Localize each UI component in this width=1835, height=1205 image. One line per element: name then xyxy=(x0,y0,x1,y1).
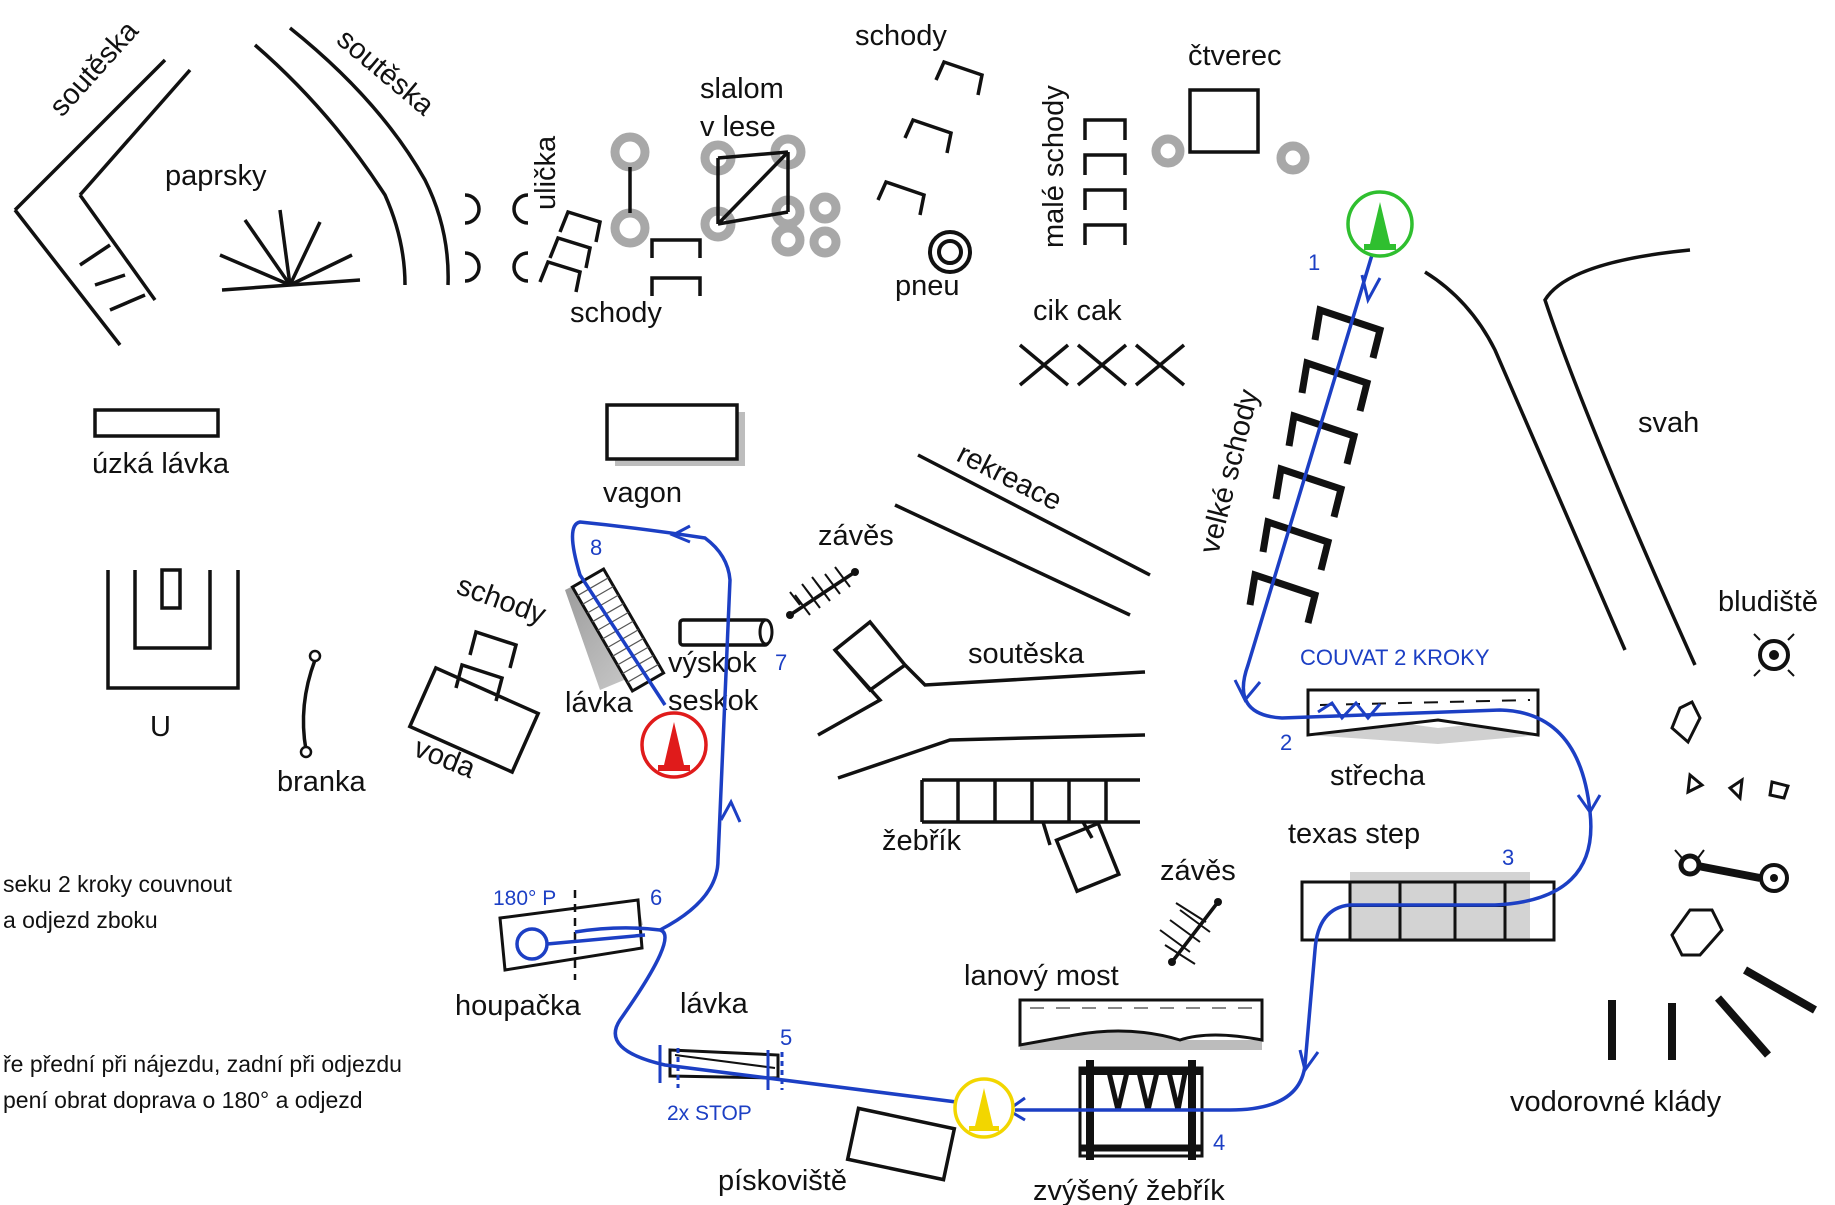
green-cone-start-icon xyxy=(1346,190,1414,258)
obstacle-lanovy-most: lanový most xyxy=(964,960,1264,1050)
label-slalom-2: v lese xyxy=(700,111,776,143)
stop-marks xyxy=(658,1045,784,1090)
label-strecha: střecha xyxy=(1330,760,1426,792)
note-line-2: a odjezd zboku xyxy=(3,907,158,933)
label-vagon: vagon xyxy=(603,477,682,509)
label-schody-top-left: schody xyxy=(570,297,662,329)
red-cone-finish-icon xyxy=(640,711,708,779)
note-line-4: pení obrat doprava o 180° a odjezd xyxy=(3,1087,363,1113)
obstacle-ulicka: ulička xyxy=(464,135,562,283)
label-uzka-lavka: úzká lávka xyxy=(92,448,230,480)
obstacle-lavka-bottom: lávka xyxy=(668,988,780,1080)
obstacle-vyskok: výskok seskok xyxy=(668,618,774,717)
obstacle-branka: branka xyxy=(277,649,367,798)
label-pneu: pneu xyxy=(895,270,960,302)
obstacle-rekreace: rekreace xyxy=(894,438,1151,617)
label-lavka-bottom: lávka xyxy=(680,988,749,1020)
label-zvyseny-zebrik: zvýšený žebřík xyxy=(1033,1175,1225,1205)
obstacle-soutes-mid: soutěska xyxy=(817,619,1146,780)
label-lanovy-most: lanový most xyxy=(964,960,1119,992)
obstacle-zaves-top: závěs xyxy=(786,520,894,619)
obstacle-schody-top: schody xyxy=(855,20,985,216)
obstacle-texas-step: texas step xyxy=(1288,818,1556,942)
obstacle-voda: voda xyxy=(407,665,541,786)
obstacle-zvyseny-zebrik: zvýšený žebřík xyxy=(1033,1060,1225,1205)
strecha-zigzag xyxy=(1317,700,1382,721)
obstacle-male-schody: malé schody xyxy=(1038,85,1127,248)
route-step-3: 3 xyxy=(1502,845,1514,870)
label-zebrik: žebřík xyxy=(882,825,961,857)
route-step-8: 8 xyxy=(590,535,602,560)
label-bludiste: bludiště xyxy=(1718,586,1818,618)
obstacle-cik-cak: cik cak xyxy=(1018,295,1186,387)
label-piskoviste: pískoviště xyxy=(718,1165,847,1197)
label-zaves-top: závěs xyxy=(818,520,894,552)
note-line-3: ře přední při nájezdu, zadní při odjezdu xyxy=(3,1051,402,1077)
obstacle-velke-schody: velké schody xyxy=(1194,305,1385,624)
obstacle-bludiste: bludiště xyxy=(1670,586,1818,957)
route-couvat: COUVAT 2 KROKY xyxy=(1300,645,1490,670)
obstacle-slalom: slalom v lese xyxy=(610,73,841,258)
obstacle-ctverec: čtverec xyxy=(1151,40,1310,175)
label-svah: svah xyxy=(1638,407,1699,439)
label-slalom-1: slalom xyxy=(700,73,784,105)
yellow-cone-icon xyxy=(953,1077,1015,1139)
label-texas-step: texas step xyxy=(1288,818,1420,850)
label-schody-mid: schody xyxy=(453,570,551,632)
obstacle-strecha: střecha xyxy=(1306,688,1540,792)
obstacle-soutes-left: soutěska xyxy=(13,14,192,347)
obstacle-lavka-mid: lávka xyxy=(565,566,666,719)
label-cik-cak: cik cak xyxy=(1033,295,1122,327)
route-step-4: 4 xyxy=(1213,1130,1225,1155)
label-zaves-bottom: závěs xyxy=(1160,855,1236,887)
route-step-labels: 1 2 3 4 5 6 7 8 COUVAT 2 KROKY 180° P 2x… xyxy=(493,250,1514,1155)
obstacle-vodorovne-klady: vodorovné klády xyxy=(1510,966,1817,1118)
obstacle-piskoviste: pískoviště xyxy=(718,1106,957,1197)
obstacle-uzka-lavka: úzká lávka xyxy=(92,408,230,480)
label-rekreace: rekreace xyxy=(952,438,1067,518)
label-soutes-right: soutěska xyxy=(331,23,441,123)
obstacle-schody-top-left: schody xyxy=(538,209,702,329)
obstacle-zaves-bottom: závěs xyxy=(1159,855,1236,966)
label-schody-top: schody xyxy=(855,20,947,52)
route-stop: 2x STOP xyxy=(667,1102,752,1125)
route-step-2: 2 xyxy=(1280,730,1292,755)
label-paprsky: paprsky xyxy=(165,160,267,192)
note-line-1: seku 2 kroky couvnout xyxy=(3,871,232,897)
label-male-schody: malé schody xyxy=(1038,85,1070,248)
obstacle-houpacka: houpačka xyxy=(455,890,644,1022)
notes: seku 2 kroky couvnout a odjezd zboku ře … xyxy=(3,871,402,1113)
route-180p: 180° P xyxy=(493,887,556,910)
obstacle-svah: svah xyxy=(1424,248,1699,666)
label-vodorovne-klady: vodorovné klády xyxy=(1510,1086,1722,1118)
label-lavka-mid: lávka xyxy=(565,687,634,719)
label-velke-schody: velké schody xyxy=(1194,386,1266,557)
obstacle-vagon: vagon xyxy=(603,403,745,509)
route-arrows xyxy=(669,274,1602,1122)
label-houpacka: houpačka xyxy=(455,990,582,1022)
obstacle-zebrik: žebřík xyxy=(882,778,1140,894)
obstacle-pneu: pneu xyxy=(895,230,972,302)
label-seskok: seskok xyxy=(668,685,759,717)
route-step-6: 6 xyxy=(650,885,662,910)
route-path xyxy=(515,244,1593,1112)
label-ctverec: čtverec xyxy=(1188,40,1281,72)
obstacle-u: U xyxy=(106,568,240,743)
label-u: U xyxy=(150,711,171,743)
route-step-7: 7 xyxy=(775,650,787,675)
obstacle-paprsky: paprsky xyxy=(165,160,361,292)
label-branka: branka xyxy=(277,766,367,798)
label-soutes-mid: soutěska xyxy=(968,638,1085,670)
route-step-5: 5 xyxy=(780,1025,792,1050)
label-voda: voda xyxy=(409,732,480,786)
label-soutes-left: soutěska xyxy=(43,14,145,122)
route-step-1: 1 xyxy=(1308,250,1320,275)
label-ulicka: ulička xyxy=(530,135,562,210)
label-vyskok: výskok xyxy=(668,647,757,679)
